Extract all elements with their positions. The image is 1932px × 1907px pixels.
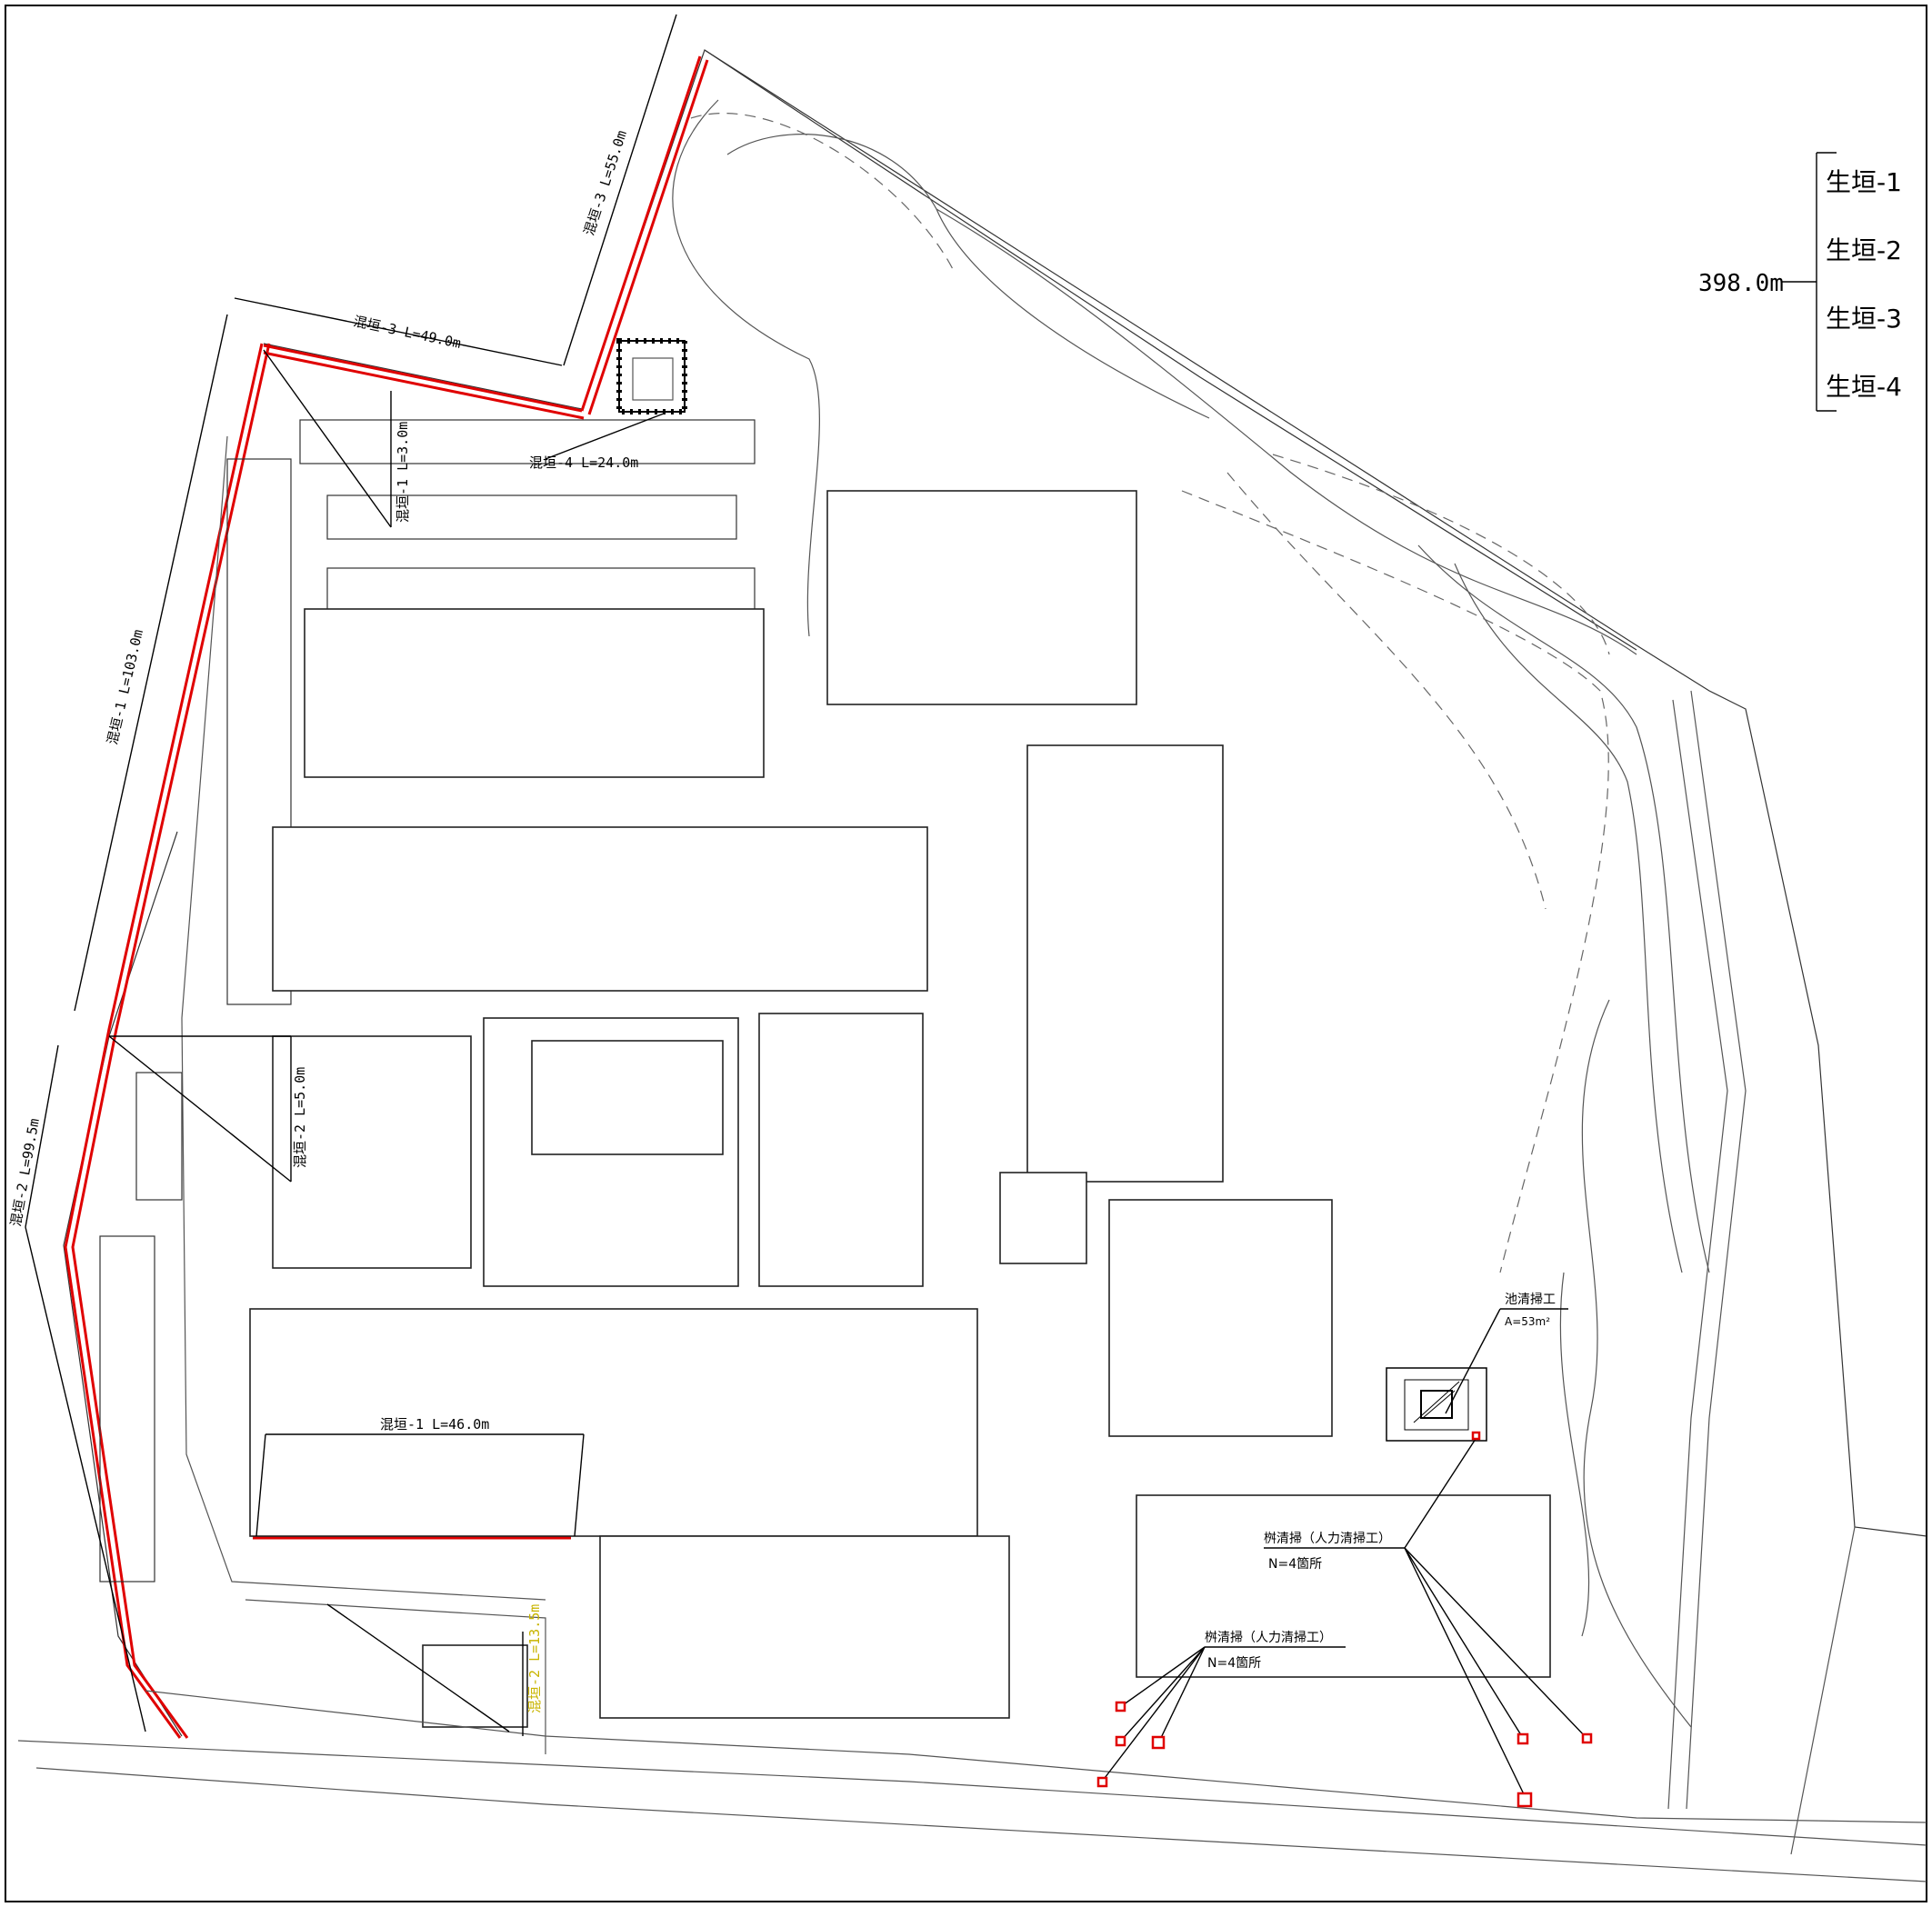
dim-label-konkaki-2-5: 混垣-2 L=5.0m — [292, 1067, 308, 1168]
dim-label-konkaki-1-3: 混垣-1 L=3.0m — [395, 422, 411, 523]
dim-label-konkaki-2-135: 混垣-2 L=13.5m — [526, 1604, 543, 1713]
basin-title-2: 桝清掃（人力清掃工） — [1205, 1630, 1332, 1645]
buildings — [249, 490, 1551, 1728]
basin-count-1: N=4箇所 — [1268, 1556, 1322, 1572]
dim-label-konkaki-2-995: 混垣-2 L=99.5m — [7, 1117, 43, 1228]
legend-item-hedge-2: 生垣-2 — [1826, 235, 1902, 265]
basin-leaders — [1101, 1435, 1587, 1799]
pond — [1386, 1308, 1568, 1442]
basin-title-1: 桝清掃（人力清掃工） — [1264, 1531, 1391, 1546]
dashed-paths — [690, 113, 1610, 1273]
dim-label-konkaki-1-46: 混垣-1 L=46.0m — [380, 1416, 489, 1433]
legend-total-length: 398.0m — [1698, 270, 1784, 297]
pond-title: 池清掃工 — [1505, 1292, 1556, 1307]
dim-label-konkaki-3-49: 混垣-3 L=49.0m — [352, 313, 462, 352]
legend-item-hedge-3: 生垣-3 — [1826, 304, 1902, 334]
drawing-frame — [5, 5, 1927, 1902]
dim-label-konkaki-4-24: 混垣-4 L=24.0m — [529, 454, 638, 471]
legend-item-hedge-1: 生垣-1 — [1826, 167, 1902, 197]
internal-roads — [17, 435, 1927, 1882]
legend — [1782, 152, 1837, 412]
basin-markers — [1096, 1431, 1593, 1808]
dimension-lines — [25, 14, 677, 1736]
legend-item-hedge-4: 生垣-4 — [1826, 372, 1902, 402]
hedge-4-box — [616, 338, 687, 414]
landscape-curves — [672, 99, 1710, 1728]
parking-rows — [99, 419, 756, 1583]
pond-area: A=53m² — [1505, 1315, 1550, 1328]
dim-label-konkaki-1-103: 混垣-1 L=103.0m — [104, 628, 146, 746]
basin-count-2: N=4箇所 — [1207, 1655, 1261, 1671]
